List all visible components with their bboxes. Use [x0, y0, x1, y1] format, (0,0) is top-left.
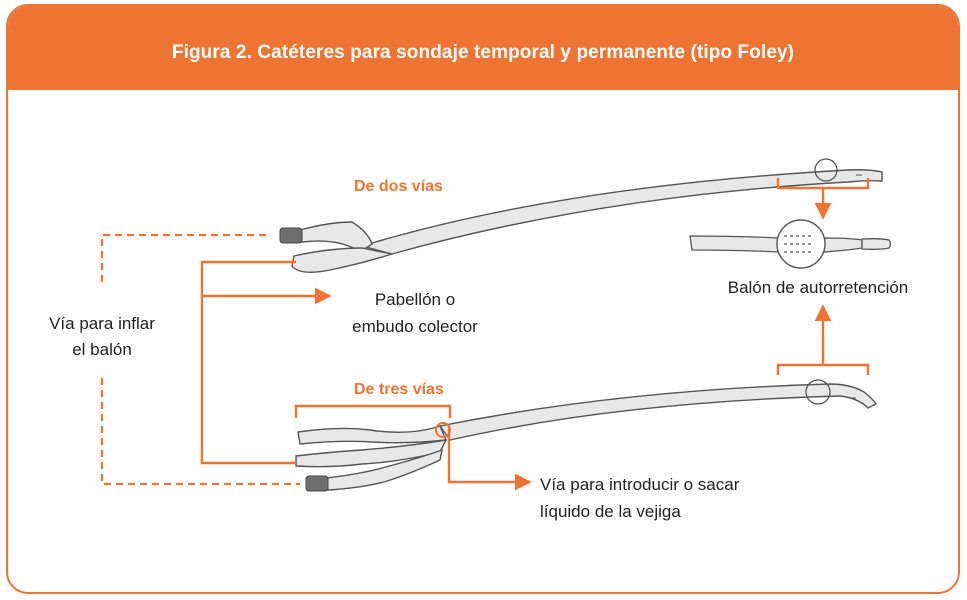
fluid-label-line2: líquido de la vejiga [540, 502, 681, 521]
three-way-tip-bracket [776, 304, 870, 375]
two-way-valve-cap [279, 227, 303, 244]
funnel-connector [200, 260, 332, 465]
funnel-label-line1: Pabellón o [375, 290, 455, 309]
inflate-label-line2: el balón [72, 340, 132, 359]
balloon-label: Balón de autorretención [728, 278, 909, 297]
fluid-port-marker [435, 422, 451, 438]
two-way-balloon-tip [814, 158, 838, 182]
three-way-tube [438, 383, 878, 441]
enlarged-balloon [689, 219, 892, 269]
fluid-label-line1: Vía para introducir o sacar [540, 475, 740, 494]
three-way-label: De tres vías [354, 381, 444, 398]
three-way-balloon-tip [805, 379, 831, 405]
two-way-inflation-arm [299, 221, 373, 253]
figure-header [8, 6, 958, 90]
two-way-catheter [279, 158, 883, 273]
two-way-tube [359, 169, 883, 255]
two-way-label: De dos vías [354, 178, 443, 195]
three-way-arm-bottom [325, 448, 443, 491]
three-way-arm-top [297, 425, 448, 445]
figure-title: Figura 2. Catéteres para sondaje tempora… [171, 42, 795, 63]
funnel-label-line2: embudo colector [352, 317, 478, 336]
inflation-connector [100, 233, 300, 486]
two-way-funnel [291, 247, 393, 273]
three-way-ports-bracket [294, 404, 452, 418]
figure-frame: Figura 2. Catéteres para sondaje tempora… [6, 4, 960, 594]
three-way-catheter [295, 379, 878, 492]
fluid-connector [447, 426, 532, 491]
three-way-funnel [295, 439, 448, 468]
inflate-label-line1: Vía para inflar [49, 314, 155, 333]
balloon-icon [776, 219, 826, 269]
two-way-tip-bracket [776, 178, 870, 220]
three-way-valve-cap [305, 475, 329, 492]
